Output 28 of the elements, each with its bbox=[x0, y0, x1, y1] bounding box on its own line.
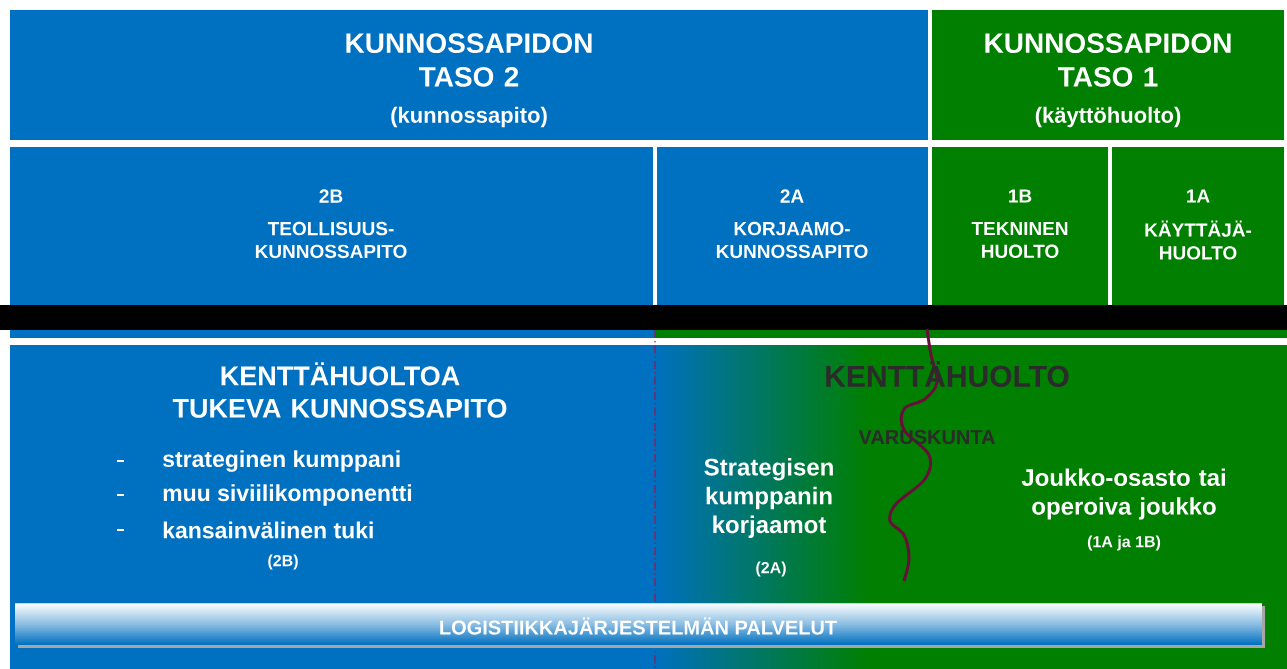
cell-code: 1A bbox=[1187, 189, 1210, 203]
list-item: kansainvälinen tuki bbox=[163, 521, 373, 539]
panel bbox=[932, 147, 1108, 305]
list-item: strateginen kumppani bbox=[163, 450, 400, 472]
label-text: Strategisen kumppanin korjaamot bbox=[704, 458, 833, 538]
panel bbox=[657, 147, 928, 305]
subheading: (käyttöhuolto) bbox=[1035, 106, 1181, 128]
cell-title: KÄYTTÄJÄ- HUOLTO bbox=[1145, 220, 1252, 260]
panel bbox=[10, 147, 653, 305]
panel bbox=[1112, 147, 1284, 305]
heading: KENTTÄHUOLTOA TUKEVA KUNNOSSAPITO bbox=[172, 362, 507, 418]
list-item: muu siviilikomponentti bbox=[163, 484, 412, 506]
panel bbox=[10, 10, 928, 140]
label-text: Joukko-osasto tai operoiva joukko bbox=[1021, 468, 1225, 520]
cell-title: KORJAAMO- KUNNOSSAPITO bbox=[716, 221, 868, 259]
note: (2B) bbox=[268, 554, 298, 570]
cell-title: TEOLLISUUS- KUNNOSSAPITO bbox=[255, 221, 407, 259]
heading: KUNNOSSAPIDON TASO 1 bbox=[985, 33, 1231, 87]
cell-code: 1B bbox=[1009, 189, 1032, 203]
cell-code: 2A bbox=[780, 189, 804, 203]
panel bbox=[932, 10, 1284, 140]
cell-title: TEKNINEN HUOLTO bbox=[971, 222, 1068, 259]
subheading: (kunnossapito) bbox=[391, 106, 547, 128]
heading: KUNNOSSAPIDON TASO 2 bbox=[346, 33, 592, 87]
bar-label: LOGISTIIKKAJÄRJESTELMÄN PALVELUT bbox=[440, 617, 837, 635]
note: (1A ja 1B) bbox=[1087, 535, 1161, 551]
cell-code: 2B bbox=[319, 189, 343, 203]
note: (2A) bbox=[756, 561, 786, 577]
